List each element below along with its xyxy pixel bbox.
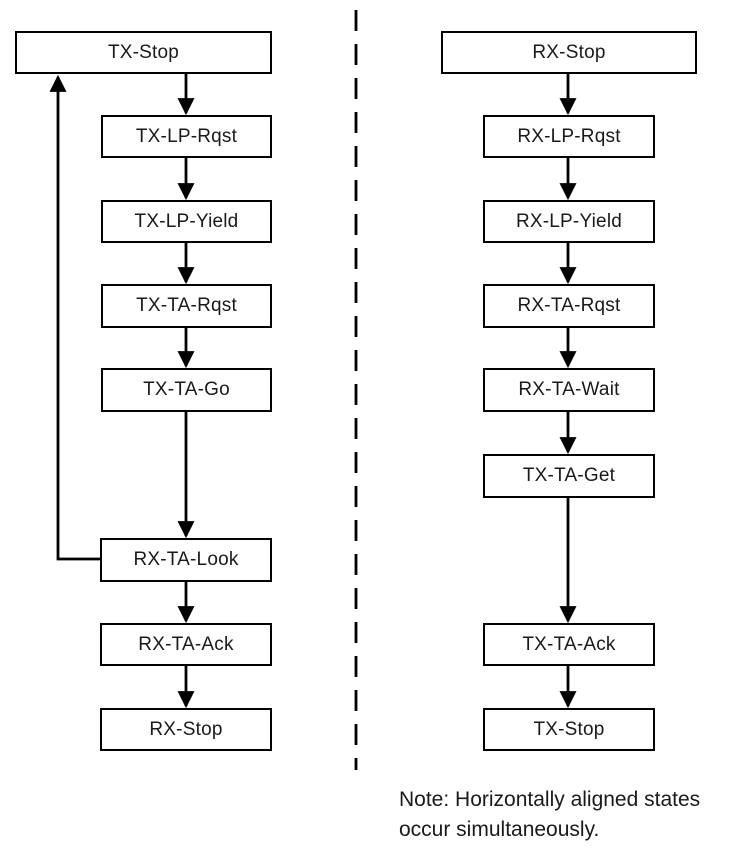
state-box-right-rx-lp-rqst: RX-LP-Rqst: [483, 115, 655, 158]
state-box-left-tx-lp-rqst: TX-LP-Rqst: [101, 115, 272, 158]
state-box-left-rx-stop: RX-Stop: [100, 708, 272, 751]
state-box-left-tx-ta-rqst: TX-TA-Rqst: [101, 284, 272, 328]
state-box-right-rx-stop: RX-Stop: [441, 31, 697, 74]
state-box-left-tx-stop: TX-Stop: [15, 31, 272, 74]
state-box-right-rx-lp-yield: RX-LP-Yield: [483, 200, 655, 243]
note-text-line1: Note: Horizontally aligned states: [399, 788, 701, 811]
state-box-right-tx-ta-ack: TX-TA-Ack: [483, 623, 655, 666]
note: Note: Horizontally aligned states occur …: [399, 785, 700, 845]
state-box-left-rx-ta-ack: RX-TA-Ack: [100, 623, 272, 666]
state-box-right-tx-stop: TX-Stop: [483, 708, 655, 751]
state-box-left-tx-lp-yield: TX-LP-Yield: [101, 200, 272, 243]
arrow-rx-ta-look-to-tx-stop-feedback: [49, 74, 101, 561]
state-box-right-rx-ta-rqst: RX-TA-Rqst: [483, 284, 655, 328]
note-text-line2: occur simultaneously.: [399, 818, 600, 841]
state-box-left-tx-ta-go: TX-TA-Go: [101, 368, 272, 412]
state-box-right-tx-ta-get: TX-TA-Get: [483, 454, 655, 498]
state-box-left-rx-ta-look: RX-TA-Look: [100, 538, 272, 582]
state-box-right-rx-ta-wait: RX-TA-Wait: [483, 368, 655, 412]
